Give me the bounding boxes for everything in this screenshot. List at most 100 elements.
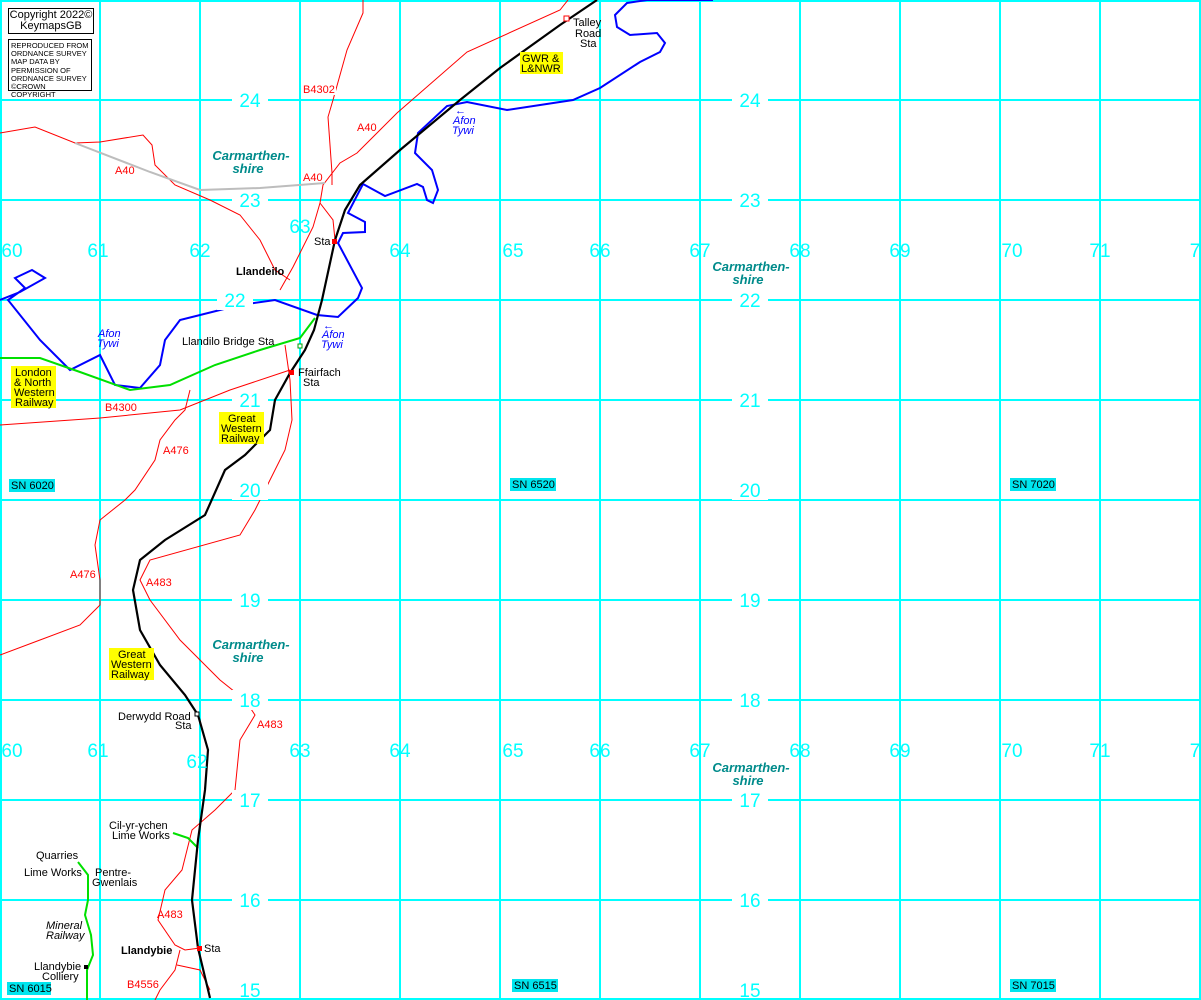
station-llandilo-bridge[interactable]: [297, 343, 303, 349]
os-notice-box: REPRODUCED FROM ORDNANCE SURVEY MAP DATA…: [8, 39, 92, 99]
easting-label: 71: [1089, 241, 1110, 262]
map-label: shire: [732, 773, 763, 788]
flow-arrow: ←: [323, 320, 334, 332]
colliery-marker: [84, 965, 88, 969]
map-label: Mineral: [46, 920, 83, 932]
map-label: Western: [111, 659, 152, 671]
northing-label: 21: [239, 391, 260, 412]
railway-lnwr: [0, 317, 316, 392]
os-notice-line: ©CROWN COPYRIGHT: [11, 82, 56, 100]
northing-label: 20: [239, 481, 260, 502]
northing-label: 24: [239, 91, 261, 112]
map-label: Railway: [221, 433, 260, 445]
road-label: A483: [146, 577, 172, 589]
grid-square-ref: SN 7020: [1012, 479, 1055, 491]
flow-arrow: ←: [455, 105, 466, 117]
station-derwydd-road[interactable]: [194, 711, 200, 717]
road-label: A40: [303, 172, 323, 184]
road-labels: B4302 A40 A40 A40 B4300 A476 A476 A483 A…: [70, 82, 377, 991]
easting-label: 61: [87, 241, 108, 262]
road-label: A40: [115, 165, 135, 177]
road-label: B4556: [127, 979, 159, 991]
map-label: Talley: [573, 17, 602, 29]
grid-labels: 24 24 23 23 22 22 21 21 20 20 19 19 18 1…: [1, 90, 1200, 1000]
road-label: A483: [257, 719, 283, 731]
grid-square-ref: SN 6520: [512, 479, 555, 491]
easting-label: 63: [289, 741, 310, 762]
os-notice-line: MAP DATA BY: [11, 57, 60, 67]
map-label: Llandilo Bridge Sta: [182, 336, 275, 348]
easting-label: 60: [1, 241, 22, 262]
station-llandeilo[interactable]: [332, 239, 337, 244]
road-label: A476: [70, 569, 96, 581]
station-ffairfach[interactable]: [289, 370, 294, 375]
road-label: A476: [163, 445, 189, 457]
easting-label: 67: [689, 241, 710, 262]
map-label: Sta: [175, 720, 192, 732]
map-label: Sta: [314, 236, 331, 248]
map-label: Sta: [303, 377, 320, 389]
map-label: Great: [228, 413, 256, 425]
road-label: B4300: [105, 402, 137, 414]
grid-square-refs: SN 6020 SN 6520 SN 7020 SN 6015 SN 6515 …: [7, 478, 1056, 995]
easting-label: 62: [189, 241, 210, 262]
map-label: Great: [118, 649, 146, 661]
map-label: & North: [14, 377, 51, 389]
road-label: B4302: [303, 84, 335, 96]
map-label: Derwydd Road: [118, 711, 191, 723]
grid-square-ref: SN 7015: [1012, 980, 1055, 992]
town-llandybie: Llandybie: [121, 945, 172, 957]
map-label: L&NWR: [521, 63, 561, 75]
easting-label: 70: [1001, 241, 1022, 262]
easting-label: 63: [289, 217, 310, 238]
easting-label: 68: [789, 741, 810, 762]
river-label: Tywi: [321, 339, 343, 351]
northing-label: 19: [239, 591, 260, 612]
place-labels: Talley Road Sta Sta Llandeilo Llandilo B…: [24, 17, 602, 983]
map-label: Carmarthen-: [712, 760, 789, 775]
grey-road: [74, 142, 326, 192]
northing-label: 17: [239, 791, 260, 812]
easting-label: 61: [87, 741, 108, 762]
map-label: Quarries: [36, 850, 79, 862]
northing-label: 23: [739, 191, 760, 212]
easting-label: 68: [789, 241, 810, 262]
map-label: Carmarthen-: [712, 259, 789, 274]
map-label: Railway: [15, 397, 54, 409]
river-label: Tywi: [452, 125, 474, 137]
easting-label: 66: [589, 241, 610, 262]
easting-label: 65: [502, 741, 523, 762]
station-talley-road[interactable]: [563, 15, 570, 22]
railway-labels: GWR & L&NWR London & North Western Railw…: [11, 52, 563, 681]
railway-cilyrychen-siding: [172, 832, 199, 849]
easting-label: 7: [1190, 741, 1201, 762]
map-label: Carmarthen-: [212, 637, 289, 652]
map-label: shire: [732, 272, 763, 287]
map-label: Pentre-: [95, 867, 131, 879]
river-label: Afon: [97, 328, 121, 340]
station-llandybie[interactable]: [197, 946, 202, 951]
road-label: A40: [357, 122, 377, 134]
map-label: Western: [14, 387, 55, 399]
copyright-text: Copyright 2022©: [9, 9, 93, 21]
map-label: GWR &: [522, 53, 560, 65]
easting-label: 64: [389, 241, 411, 262]
easting-label: 65: [502, 241, 523, 262]
map-label: Lime Works: [24, 867, 82, 879]
copyright-owner: KeymapsGB: [20, 20, 82, 32]
os-notice-line: PERMISSION OF: [11, 65, 71, 75]
map-label: Sta: [580, 38, 597, 50]
map-label: shire: [232, 161, 263, 176]
northing-label: 22: [739, 291, 760, 312]
road-b4556: [154, 949, 211, 1000]
northing-label: 18: [739, 691, 760, 712]
road-label: A483: [157, 909, 183, 921]
map-label: Western: [221, 423, 262, 435]
map-label: Ffairfach: [298, 367, 341, 379]
map-label: Lime Works: [112, 830, 170, 842]
map-label: Gwenlais: [92, 877, 138, 889]
easting-label: 69: [889, 741, 910, 762]
map-label: Colliery: [42, 971, 79, 983]
